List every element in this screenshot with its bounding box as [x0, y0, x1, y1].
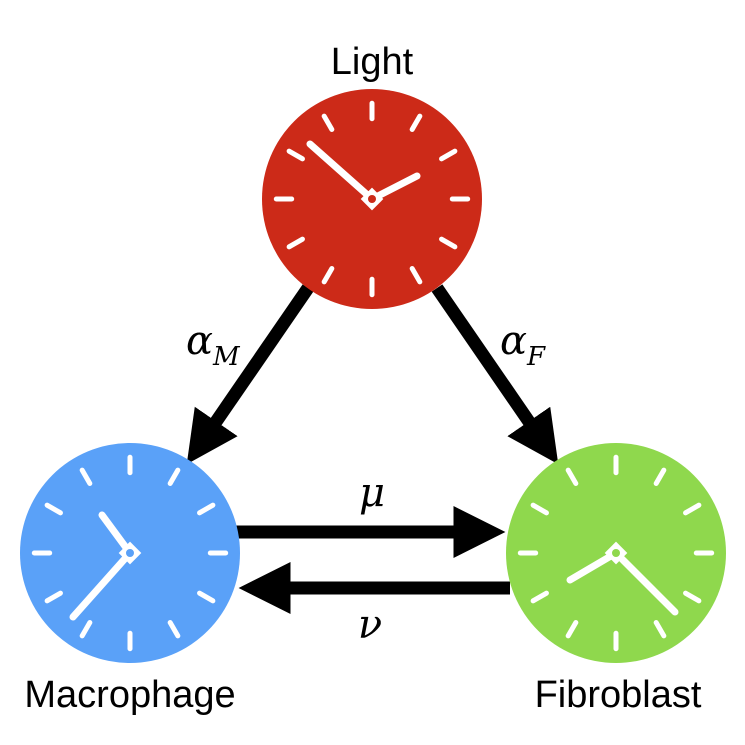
clock-tick-mark [286, 148, 305, 162]
clock-minute-hand-light [306, 140, 376, 203]
clock-pin-macrophage [126, 549, 134, 557]
arrows [186, 284, 559, 614]
clock-tick-mark [321, 266, 335, 285]
clock-tick-mark [44, 590, 63, 604]
clock-ticks-macrophage [31, 454, 229, 652]
clock-tick-mark [530, 502, 549, 516]
clock-tick-mark [197, 590, 216, 604]
edge-label-mu: μ [359, 470, 385, 516]
clock-tick-mark [167, 620, 181, 639]
clock-tick-mark [565, 620, 579, 639]
clock-ticks-light [273, 100, 471, 298]
clock-tick-mark [409, 113, 423, 132]
edge-label-alpha-f: αF [500, 318, 546, 372]
clock-fibroblast [506, 443, 726, 663]
clock-macrophage [20, 443, 240, 663]
clock-tick-mark [653, 620, 667, 639]
clock-tick-mark [683, 590, 702, 604]
clock-tick-mark [530, 590, 549, 604]
clock-minute-hand-fibroblast [612, 549, 679, 616]
edge-symbol-alpha-f: α [500, 318, 527, 364]
clock-tick-mark [565, 467, 579, 486]
label-macrophage: Macrophage [24, 674, 235, 716]
clock-minute-hand-macrophage [69, 549, 134, 621]
clock-light [262, 89, 482, 309]
clock-tick-mark [79, 620, 93, 639]
clock-tick-mark [44, 502, 63, 516]
clock-tick-mark [409, 266, 423, 285]
label-fibroblast: Fibroblast [535, 674, 702, 716]
clock-tick-mark [683, 502, 702, 516]
arrow-light-to-macrophage [186, 284, 314, 465]
clock-tick-mark [167, 467, 181, 486]
clock-tick-mark [439, 236, 458, 250]
clock-pin-fibroblast [612, 549, 620, 557]
clock-pin-light [368, 195, 376, 203]
clock-tick-mark [197, 502, 216, 516]
edge-subscript-f: F [526, 342, 546, 372]
clock-tick-mark [286, 236, 305, 250]
edge-symbol-alpha-m: α [186, 318, 213, 364]
clock-hour-hand-fibroblast [566, 549, 620, 584]
clock-tick-mark [653, 467, 667, 486]
clock-tick-mark [439, 148, 458, 162]
edge-label-alpha-m: αM [186, 318, 241, 372]
arrow-light-to-fibroblast [431, 284, 559, 465]
label-light: Light [331, 41, 414, 83]
edge-label-nu: ν [358, 602, 382, 648]
clock-ticks-fibroblast [517, 454, 715, 652]
clock-hour-hand-light [368, 172, 421, 203]
edge-subscript-m: M [212, 342, 241, 372]
clock-tick-mark [321, 113, 335, 132]
clock-tick-mark [79, 467, 93, 486]
